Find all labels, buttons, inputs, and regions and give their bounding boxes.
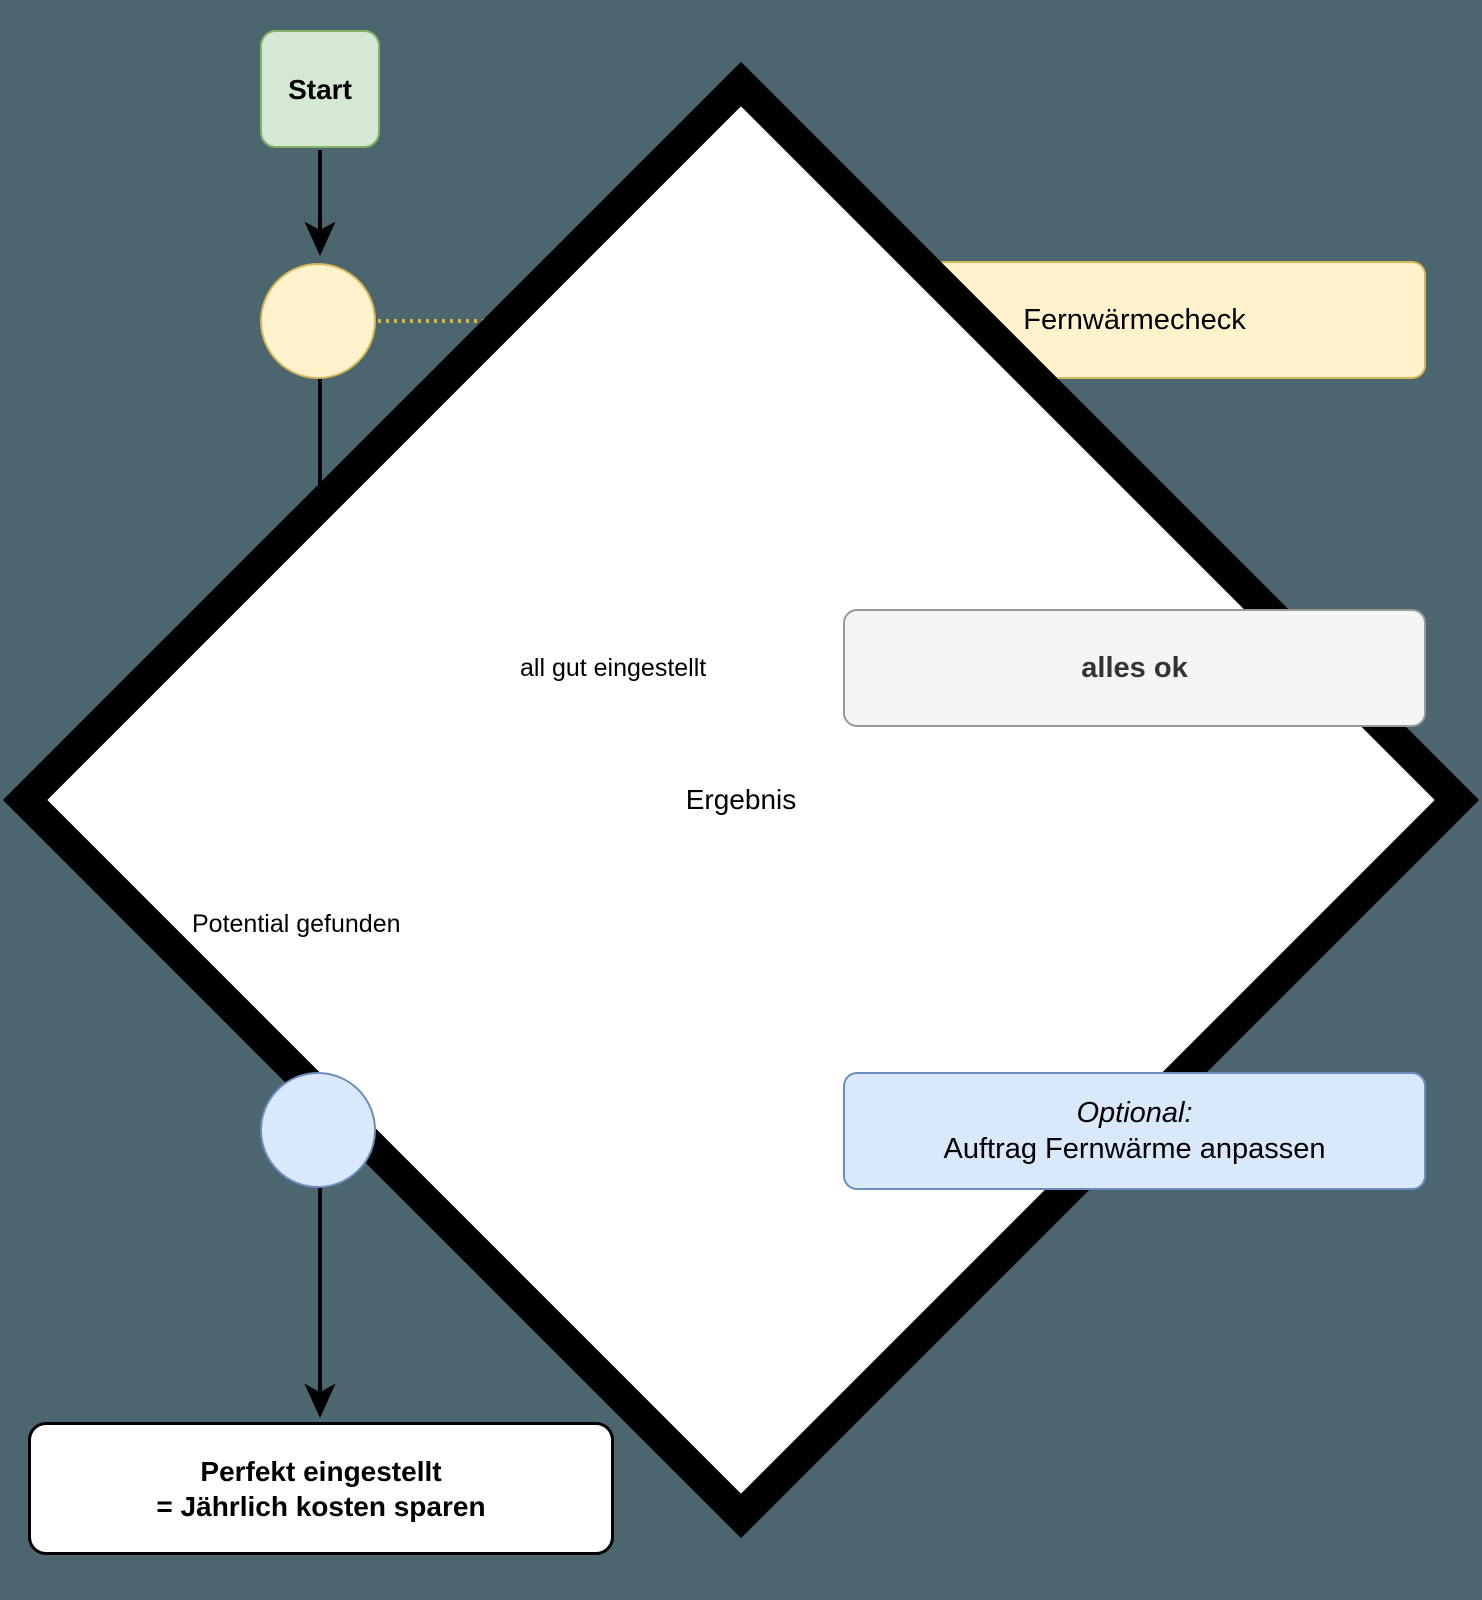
edge-label-all-gut-eingestellt: all gut eingestellt — [518, 654, 709, 684]
node-final-line2: = Jährlich kosten sparen — [156, 1490, 486, 1522]
node-perfekt-eingestellt[interactable]: Perfekt eingestellt = Jährlich kosten sp… — [28, 1422, 614, 1555]
node-ergebnis-decision[interactable]: Ergebnis — [0, 0, 1480, 1539]
node-alles-ok[interactable]: alles ok — [843, 609, 1426, 727]
node-optional-line2: Auftrag Fernwärme anpassen — [943, 1133, 1326, 1165]
node-optional-circle[interactable] — [260, 1072, 376, 1188]
node-start-label: Start — [288, 73, 352, 105]
node-start[interactable]: Start — [260, 30, 380, 148]
node-fernwaermecheck-circle[interactable] — [260, 263, 376, 379]
node-alles-ok-label: alles ok — [1081, 651, 1188, 684]
node-optional-auftrag-box[interactable]: Optional: Auftrag Fernwärme anpassen — [843, 1072, 1426, 1190]
node-optional-line1: Optional: — [1076, 1096, 1193, 1129]
node-final-line1: Perfekt eingestellt — [200, 1455, 442, 1487]
edge-label-potential-gefunden: Potential gefunden — [190, 910, 403, 940]
node-fernwaermecheck-label: Fernwärmecheck — [1023, 303, 1246, 336]
